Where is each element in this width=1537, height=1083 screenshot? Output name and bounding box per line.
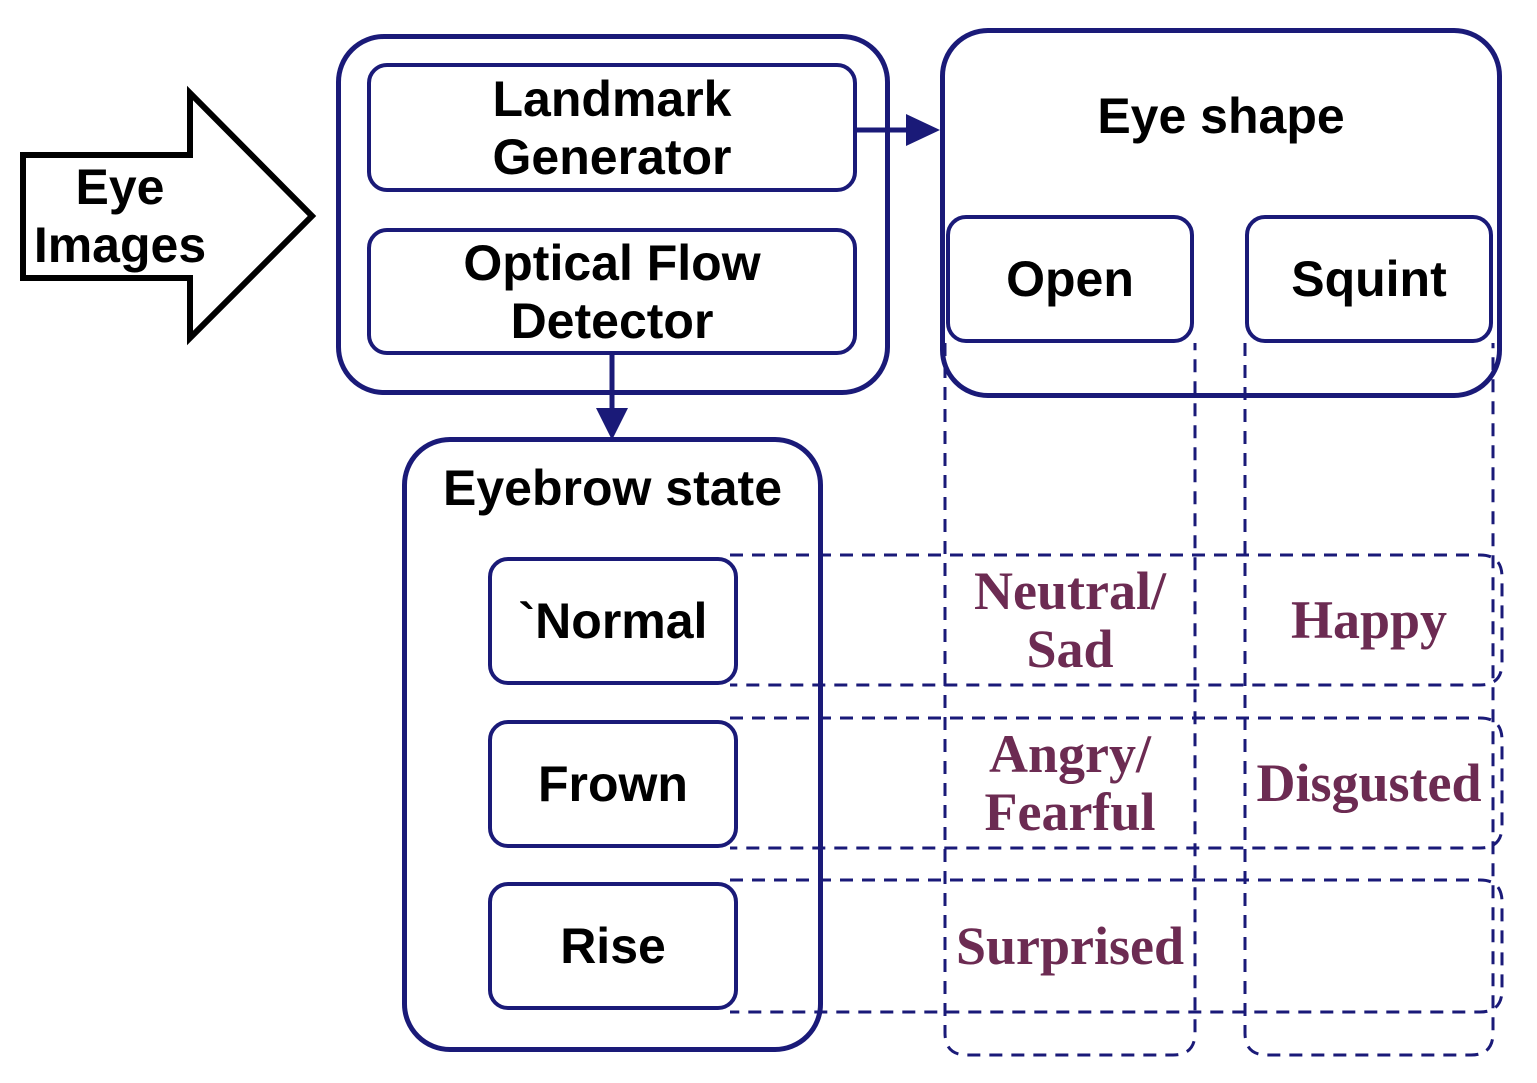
grid-column-open — [943, 343, 1197, 1057]
grid-row-frown — [730, 716, 1504, 850]
eyebrow-state-group-box — [402, 437, 823, 1052]
grid-row-rise — [730, 878, 1504, 1014]
landmark-generator-box: Landmark Generator — [367, 63, 857, 192]
landmark-generator-label: Landmark Generator — [492, 70, 732, 185]
eye-shape-option-open-label: Open — [1006, 251, 1134, 307]
processor-group-box — [336, 34, 890, 395]
emotion-label-neutral-sad: Neutral/ Sad — [974, 560, 1166, 679]
input-arrow-icon — [20, 85, 317, 346]
eyebrow-option-normal-label: `Normal — [518, 593, 708, 649]
flow-arrow-right-icon — [857, 114, 940, 146]
eyebrow-option-normal-box: `Normal — [488, 557, 738, 685]
eyebrow-option-rise-box: Rise — [488, 882, 738, 1010]
eyebrow-option-frown-label: Frown — [538, 756, 688, 812]
emotion-label-disgusted: Disgusted — [1256, 752, 1482, 813]
optical-flow-detector-label: Optical Flow Detector — [463, 234, 761, 349]
input-arrow-label: Eye Images — [10, 150, 230, 282]
eye-shape-option-squint-box: Squint — [1245, 215, 1493, 343]
eye-shape-title-text: Eye shape — [1097, 88, 1345, 144]
emotion-label-angry-fearful: Angry/ Fearful — [984, 723, 1156, 842]
emotion-cell-rise-open: Surprised — [945, 880, 1195, 1012]
emotion-cell-normal-open: Neutral/ Sad — [945, 555, 1195, 685]
eye-shape-option-squint-label: Squint — [1291, 251, 1447, 307]
grid-column-squint — [1243, 343, 1495, 1057]
eye-shape-title: Eye shape — [940, 86, 1502, 146]
emotion-cell-frown-open: Angry/ Fearful — [945, 718, 1195, 848]
emotion-cell-rise-squint — [1245, 880, 1493, 1012]
eye-shape-group-box — [940, 28, 1502, 398]
grid-row-normal — [730, 553, 1504, 687]
input-arrow-label-text: Eye Images — [33, 159, 207, 273]
eyebrow-state-title: Eyebrow state — [402, 458, 823, 518]
eyebrow-state-title-text: Eyebrow state — [442, 460, 782, 516]
eyebrow-option-frown-box: Frown — [488, 720, 738, 848]
emotion-cell-frown-squint: Disgusted — [1245, 718, 1493, 848]
emotion-cell-normal-squint: Happy — [1245, 555, 1493, 685]
eye-shape-option-open-box: Open — [946, 215, 1194, 343]
emotion-label-happy: Happy — [1290, 589, 1448, 650]
flow-arrow-down-icon — [596, 355, 628, 440]
eyebrow-option-rise-label: Rise — [560, 918, 666, 974]
optical-flow-detector-box: Optical Flow Detector — [367, 228, 857, 355]
emotion-label-surprised: Surprised — [955, 915, 1185, 976]
